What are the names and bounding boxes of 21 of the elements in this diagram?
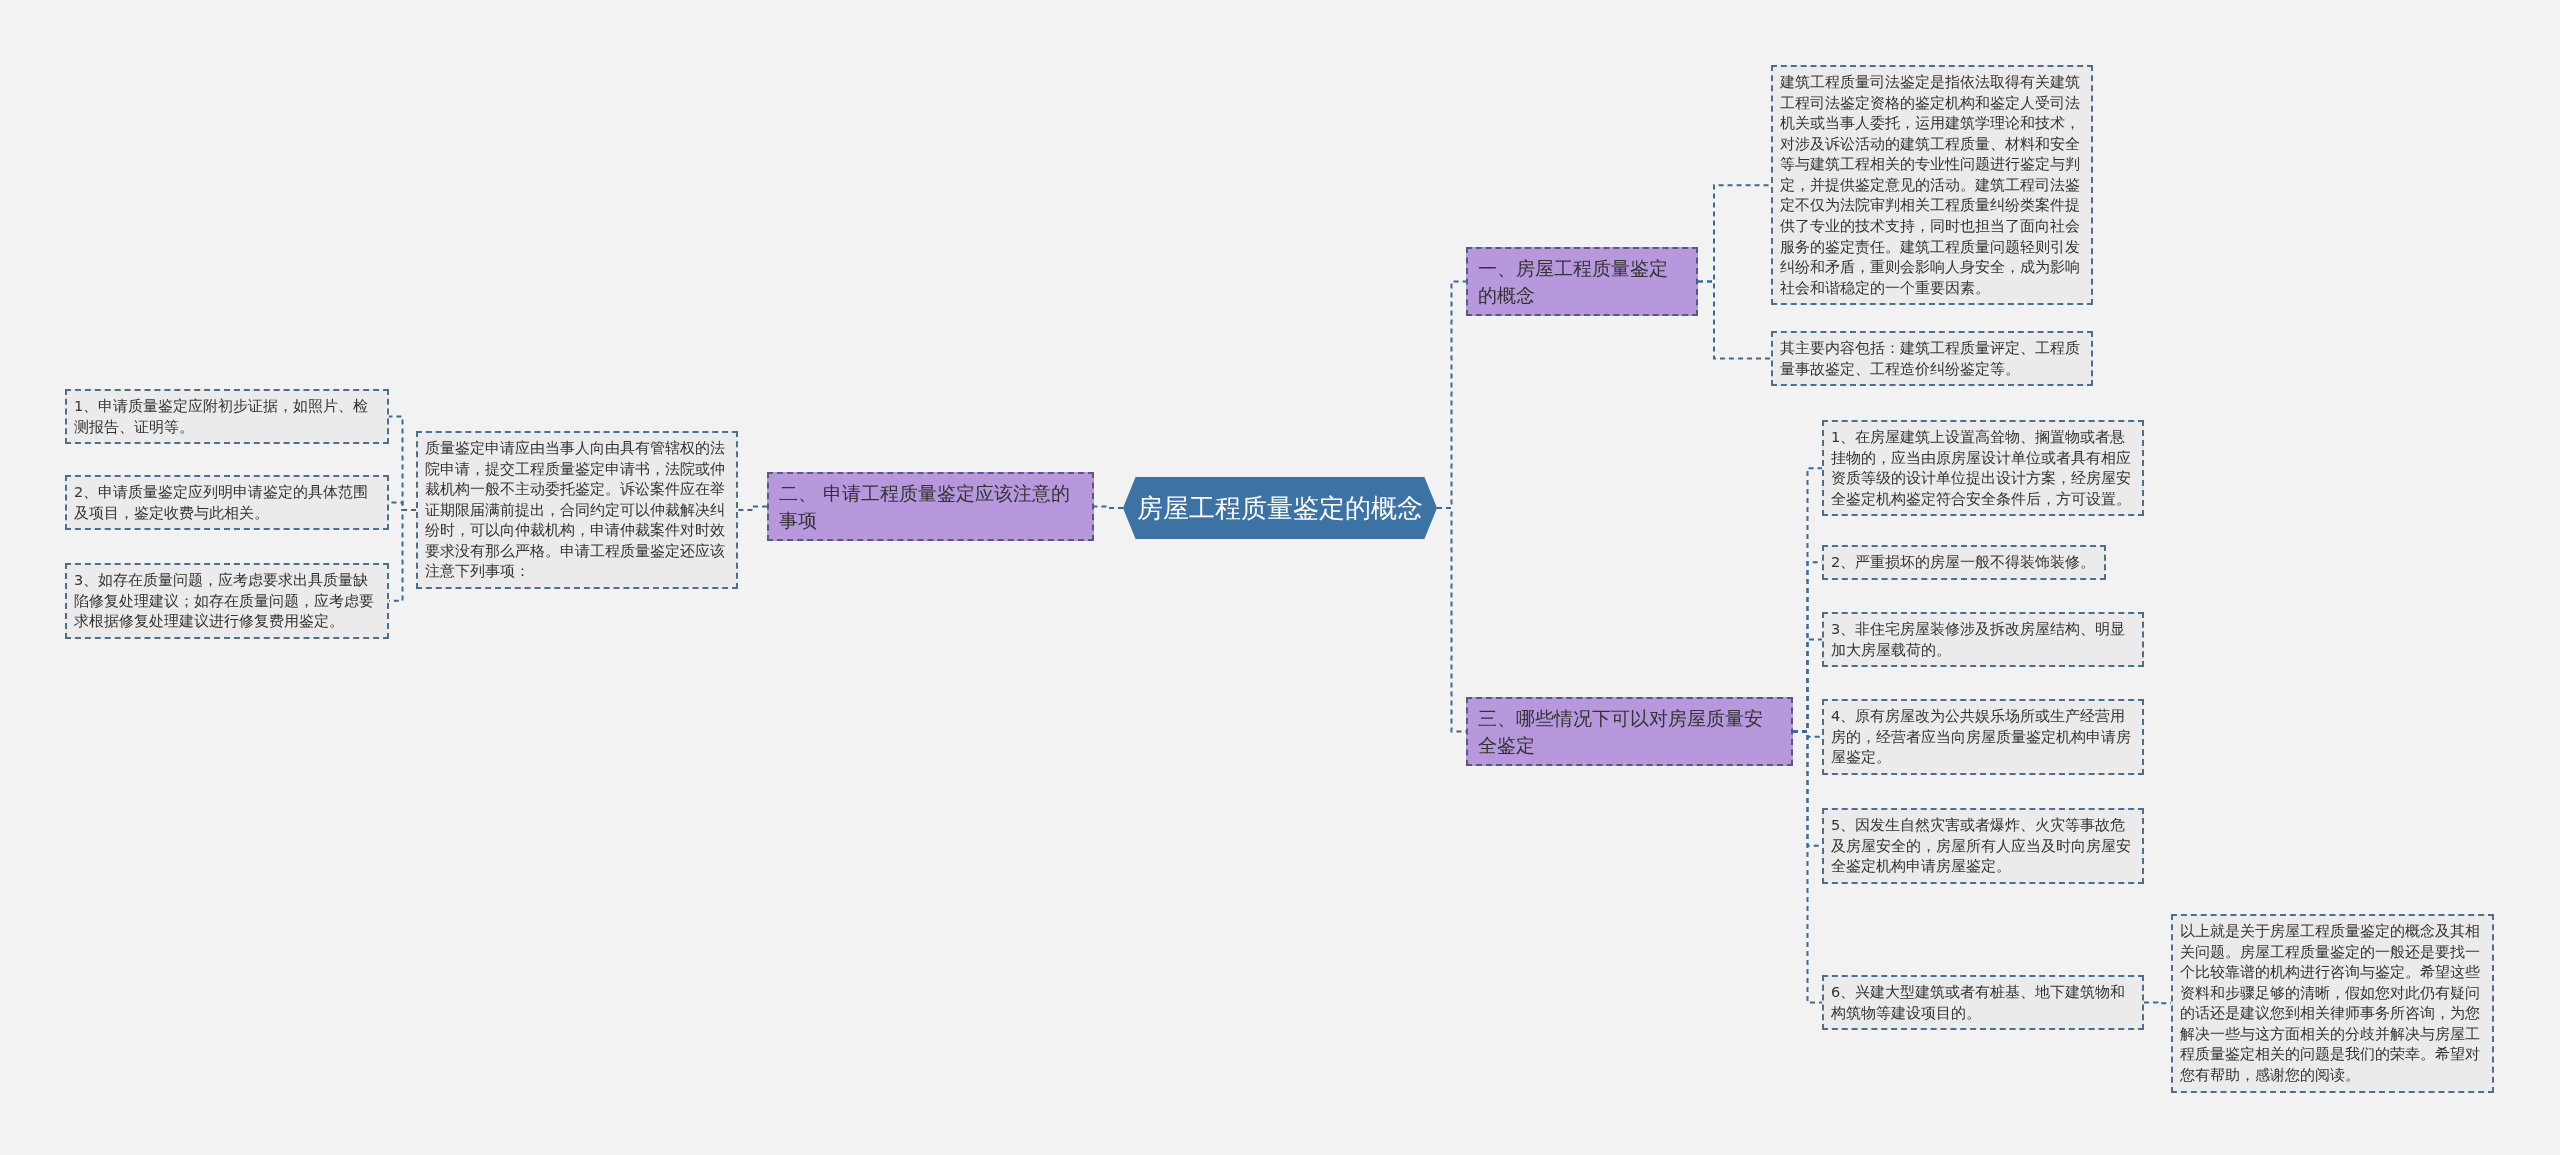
- note-box: 6、兴建大型建筑或者有桩基、地下建筑物和构筑物等建设项目的。: [1822, 975, 2144, 1031]
- topic-box: 二、 申请工程质量鉴定应该注意的事项: [767, 472, 1094, 542]
- topic-box: 一、房屋工程质量鉴定的概念: [1466, 247, 1698, 317]
- central-topic-box: 房屋工程质量鉴定的概念: [1123, 477, 1437, 539]
- note-box: 3、如存在质量问题，应考虑要求出具质量缺陷修复处理建议；如存在质量问题，应考虑要求根据修复处理建议进行修复费用鉴定。: [65, 563, 389, 639]
- note-box: 4、原有房屋改为公共娱乐场所或生产经营用房的，经营者应当向房屋质量鉴定机构申请房屋鉴定。: [1822, 699, 2144, 775]
- topic-box: 三、哪些情况下可以对房屋质量安全鉴定: [1466, 697, 1793, 767]
- note-box: 3、非住宅房屋装修涉及拆改房屋结构、明显加大房屋载荷的。: [1822, 612, 2144, 668]
- connector-line: [1792, 730, 1823, 1004]
- note-box: 其主要内容包括：建筑工程质量评定、工程质量事故鉴定、工程造价纠纷鉴定等。: [1771, 331, 2093, 387]
- note-box: 建筑工程质量司法鉴定是指依法取得有关建筑工程司法鉴定资格的鉴定机构和鉴定人受司法机关或当事人委托，运用建筑学理论和技术，对涉及诉讼活动的建筑工程质量、材料和安全等与建筑工程相关的专业性问题进行鉴定与判定，并提供鉴定意见的活动。建筑工程司法鉴定不仅为法院审判相关工程质量纠纷类案件提供了专业的技术支持，同时也担当了面向社会服务的鉴定责任。建筑工程质量问题轻则引发纠纷和矛盾，重则会影响人身安全，成为影响社会和谐稳定的一个重要因素。: [1771, 65, 2093, 306]
- note-box: 5、因发生自然灾害或者爆炸、火灾等事故危及房屋安全的，房屋所有人应当及时向房屋安全鉴定机构申请房屋鉴定。: [1822, 808, 2144, 884]
- note-box: 质量鉴定申请应由当事人向由具有管辖权的法院申请，提交工程质量鉴定申请书，法院或仲裁机构一般不主动委托鉴定。诉讼案件应在举证期限届满前提出，合同约定可以仲裁解决纠纷时，可以向仲裁机构，申请仲裁案件对时效要求没有那么严格。申请工程质量鉴定还应该注意下列事项：: [416, 431, 738, 590]
- note-box: 2、申请质量鉴定应列明申请鉴定的具体范围及项目，鉴定收费与此相关。: [65, 475, 389, 531]
- connector-line: [1697, 280, 1772, 360]
- note-box: 2、严重损坏的房屋一般不得装饰装修。: [1822, 545, 2106, 580]
- connector-line: [737, 505, 768, 511]
- connector-line: [1093, 505, 1124, 509]
- note-box: 以上就是关于房屋工程质量鉴定的概念及其相关问题。房屋工程质量鉴定的一般还是要找一个比较靠谱的机构进行咨询与鉴定。希望这些资料和步骤足够的清晰，假如您对此仍有疑问的话还是建议您到相关律师事务所咨询，为您解决一些与这方面相关的分歧并解决与房屋工程质量鉴定相关的问题是我们的荣幸。希望对您有帮助，感谢您的阅读。: [2171, 914, 2494, 1093]
- note-box: 1、申请质量鉴定应附初步证据，如照片、检测报告、证明等。: [65, 389, 389, 445]
- note-box: 1、在房屋建筑上设置高耸物、搁置物或者悬挂物的，应当由原房屋设计单位或者具有相应资质等级的设计单位提出设计方案，经房屋安全鉴定机构鉴定符合安全条件后，方可设置。: [1822, 420, 2144, 517]
